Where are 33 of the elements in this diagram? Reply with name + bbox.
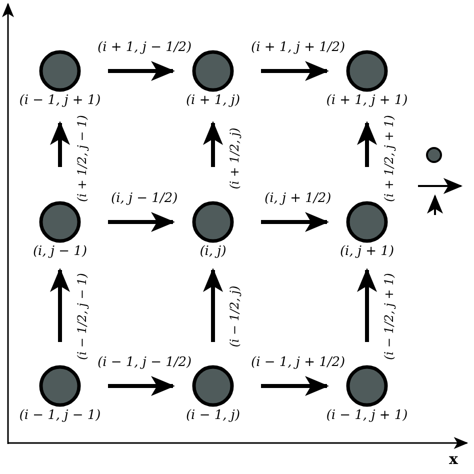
node-label: (i, j) bbox=[200, 244, 226, 259]
edge-label: (i + 1, j − 1/2) bbox=[96, 40, 193, 54]
edge-label: (i, j − 1/2) bbox=[110, 190, 179, 206]
edge-label: (i − 1, j + 1/2) bbox=[250, 354, 346, 370]
node-label: (i, j + 1) bbox=[340, 244, 394, 259]
edge-label: (i − 1/2, j) bbox=[227, 284, 242, 348]
edge-label: (i + 1/2, j − 1) bbox=[74, 114, 90, 203]
arrow bbox=[50, 121, 70, 167]
edge-label: (i, j + 1/2) bbox=[264, 190, 332, 206]
arrow bbox=[261, 212, 329, 232]
node-label: (i − 1, j) bbox=[186, 408, 240, 423]
edge-label: (i − 1/2, j − 1) bbox=[74, 272, 90, 360]
arrow bbox=[357, 268, 377, 342]
arrow bbox=[261, 61, 329, 81]
arrow bbox=[357, 121, 377, 167]
node-label: (i − 1, j − 1) bbox=[19, 408, 101, 423]
edge-label: (i + 1/2, j + 1) bbox=[381, 114, 396, 203]
edge-label: (i − 1/2, j + 1) bbox=[381, 272, 396, 360]
arrow bbox=[108, 61, 175, 81]
arrow bbox=[50, 268, 70, 342]
arrow bbox=[261, 376, 329, 396]
edge-label: (i + 1/2, j) bbox=[227, 126, 242, 190]
arrow bbox=[203, 121, 223, 167]
arrow bbox=[203, 268, 223, 342]
node-label: (i − 1, j + 1) bbox=[326, 408, 408, 423]
node-label: (i, j − 1) bbox=[32, 244, 88, 259]
arrow bbox=[108, 212, 175, 232]
node-label: (i − 1, j + 1) bbox=[19, 93, 101, 108]
arrow bbox=[108, 376, 175, 396]
edge-label: (i − 1, j − 1/2) bbox=[96, 354, 193, 370]
node-label: (i + 1, j) bbox=[186, 93, 240, 108]
node-label: (i + 1, j + 1) bbox=[326, 93, 408, 108]
edge-label: (i + 1, j + 1/2) bbox=[250, 40, 346, 54]
